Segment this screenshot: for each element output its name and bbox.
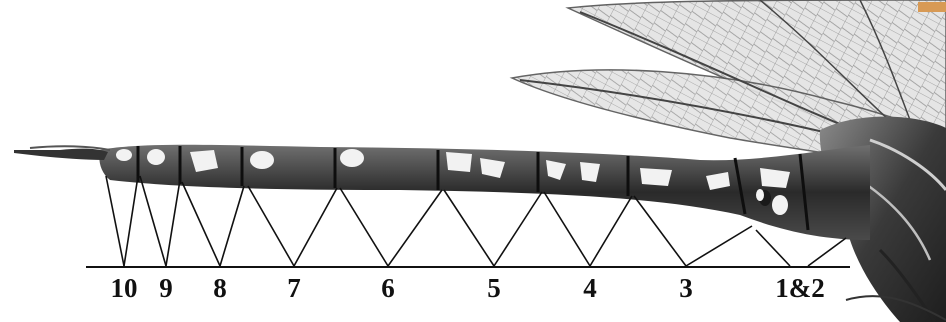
segment-label-8: 8 (213, 273, 227, 303)
segment-dividers (136, 146, 810, 231)
segment-label-1-and-2: 1&2 (775, 273, 825, 303)
abdomen-spots (116, 149, 790, 215)
segment-label-4: 4 (583, 273, 597, 303)
segment-label-9: 9 (159, 273, 173, 303)
abdomen (14, 144, 871, 240)
segment-label-5: 5 (487, 273, 501, 303)
wing-tip-spot (918, 2, 946, 12)
segment-labels: 10 9 8 7 6 5 4 3 1&2 (111, 273, 825, 303)
segment-label-3: 3 (679, 273, 693, 303)
segment-label-7: 7 (287, 273, 301, 303)
wing-vein-4 (859, 0, 911, 121)
segment-label-6: 6 (381, 273, 395, 303)
segment-label-10: 10 (111, 273, 138, 303)
abdomen-dark-marks (756, 189, 771, 206)
anal-appendages (14, 148, 108, 160)
pointer-lines (105, 175, 847, 267)
